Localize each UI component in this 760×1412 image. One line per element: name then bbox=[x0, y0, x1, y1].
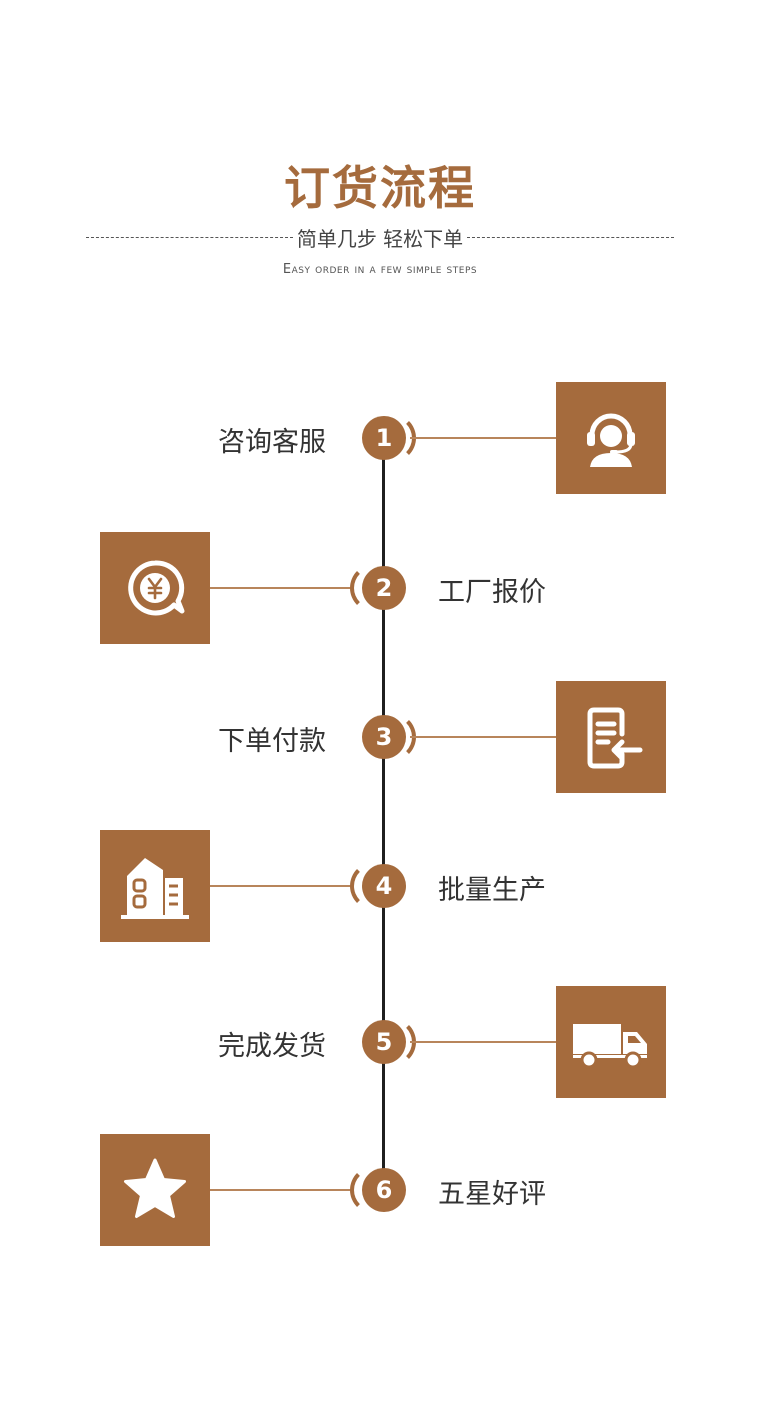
step-connector bbox=[410, 1041, 556, 1043]
step-label: 下单付款 bbox=[218, 726, 326, 757]
yuan-price-chat-icon bbox=[128, 560, 185, 616]
step-connector bbox=[210, 587, 354, 589]
step-number-badge: 5 bbox=[362, 1020, 406, 1064]
step-shipping: 完成发货 5 bbox=[0, 986, 760, 1098]
step-quote: 2 工厂报价 bbox=[0, 532, 760, 644]
step-connector bbox=[410, 437, 556, 439]
dashed-divider-left bbox=[86, 236, 293, 238]
step-label: 完成发货 bbox=[218, 1031, 326, 1062]
step-arc-decoration bbox=[350, 862, 398, 910]
step-number-badge: 6 bbox=[362, 1168, 406, 1212]
step-label: 五星好评 bbox=[438, 1179, 546, 1210]
step-connector bbox=[210, 885, 354, 887]
step-label: 咨询客服 bbox=[218, 427, 326, 458]
step-icon-box bbox=[100, 532, 210, 644]
step-icon-box bbox=[100, 1134, 210, 1246]
step-icon-box bbox=[556, 681, 666, 793]
step-label: 批量生产 bbox=[438, 875, 546, 906]
page-title: 订货流程 bbox=[284, 161, 476, 215]
step-icon-box bbox=[556, 382, 666, 494]
step-review: 6 五星好评 bbox=[0, 1134, 760, 1246]
step-icon-box bbox=[100, 830, 210, 942]
subtitle-row: 简单几步 轻松下单 bbox=[86, 222, 675, 252]
delivery-truck-icon bbox=[573, 1024, 647, 1069]
order-document-icon bbox=[587, 707, 643, 769]
step-icon-box bbox=[556, 986, 666, 1098]
factory-building-icon bbox=[121, 858, 189, 919]
step-number-badge: 3 bbox=[362, 715, 406, 759]
step-label: 工厂报价 bbox=[438, 577, 546, 608]
step-number-badge: 4 bbox=[362, 864, 406, 908]
step-consult: 咨询客服 1 bbox=[0, 382, 760, 494]
step-number-badge: 2 bbox=[362, 566, 406, 610]
step-production: 4 批量生产 bbox=[0, 830, 760, 942]
step-connector bbox=[210, 1189, 354, 1191]
customer-service-headset-icon bbox=[587, 413, 635, 467]
subtitle-english: Easy order in a few simple steps bbox=[282, 262, 478, 277]
step-order-payment: 下单付款 3 bbox=[0, 681, 760, 793]
star-icon bbox=[124, 1158, 186, 1218]
timeline-line bbox=[382, 440, 385, 1192]
step-connector bbox=[410, 736, 556, 738]
step-number-badge: 1 bbox=[362, 416, 406, 460]
dashed-divider-right bbox=[467, 236, 675, 238]
subtitle: 简单几步 轻松下单 bbox=[296, 226, 464, 251]
step-arc-decoration bbox=[350, 564, 398, 612]
step-arc-decoration bbox=[350, 1166, 398, 1214]
